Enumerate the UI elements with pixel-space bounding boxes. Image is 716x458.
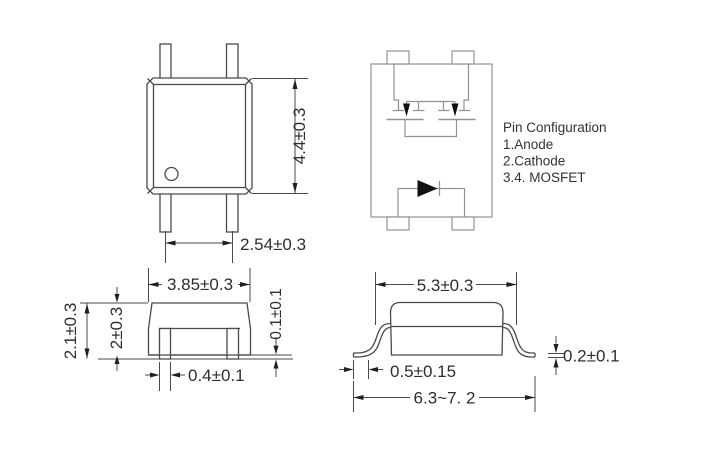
arrowhead <box>240 282 250 287</box>
front-view-lead-width-label: 0.4±0.1 <box>188 366 245 385</box>
front-view-standoff-label: 0.1±0.1 <box>268 288 285 340</box>
side-view-span-extension-lines <box>353 376 536 412</box>
side-view-lead-left <box>352 322 391 358</box>
top-view: 4.4±0.3 2.54±0.3 <box>146 43 309 263</box>
arrowhead <box>525 395 535 400</box>
top-view-pin-top-right <box>225 43 239 80</box>
schematic-view: Pin Configuration 1.Anode 2.Cathode 3.4.… <box>370 50 607 231</box>
top-view-height-extension-lines <box>252 78 308 194</box>
arrowhead <box>273 359 279 369</box>
side-view-foot-length-label: 0.5±0.15 <box>390 362 456 381</box>
arrowhead <box>150 372 160 378</box>
front-view: 3.85±0.3 2.1±0.3 2±0.3 0.1±0.1 0.4±0.1 <box>61 268 293 391</box>
arrowhead <box>375 282 386 287</box>
front-view-lead-width-extensions <box>159 362 171 391</box>
schematic-pad-top-right <box>451 50 475 65</box>
top-view-body-inner <box>152 83 247 189</box>
top-view-pin-top-left <box>159 43 172 80</box>
arrowhead <box>553 358 559 368</box>
arrowhead <box>344 367 354 372</box>
pin-config-line-1: 1.Anode <box>503 137 553 152</box>
arrowhead <box>222 240 233 246</box>
mosfet-gate-stub-right <box>438 101 450 112</box>
arrowhead <box>84 303 90 314</box>
schematic-pad-bottom-left <box>386 216 410 231</box>
arrowhead <box>114 294 120 303</box>
schematic-package-outline <box>370 63 493 218</box>
led-diode-triangle <box>417 180 438 197</box>
mosfet-drain-feed-right <box>459 64 470 112</box>
arrowhead <box>148 282 159 287</box>
top-view-body-outline <box>146 77 253 195</box>
side-view-shoulder-dim-label: 5.3±0.3 <box>417 276 474 295</box>
arrowhead <box>273 345 279 355</box>
front-view-width-dim-label: 3.85±0.3 <box>167 275 233 294</box>
arrowhead <box>353 395 364 400</box>
mosfet-source-bridge <box>404 119 458 138</box>
top-view-pitch-extension-lines <box>165 231 233 263</box>
mosfet-arrow-right <box>451 103 459 117</box>
top-view-pin-bottom-left <box>159 192 172 233</box>
schematic-pad-bottom-right <box>451 216 475 231</box>
mosfet-drain-feed-left <box>393 64 404 112</box>
arrowhead <box>506 282 517 287</box>
side-view-shoulder-extension-lines <box>375 272 517 325</box>
side-view-foot-ticks <box>353 360 369 379</box>
side-view-thickness-ticks <box>548 353 564 358</box>
pin-config-line-3: 3.4. MOSFET <box>503 170 586 185</box>
side-view-body <box>389 301 504 356</box>
arrowhead <box>165 240 176 246</box>
top-view-corner-bevels <box>147 78 252 194</box>
pin-config-title: Pin Configuration <box>503 120 607 135</box>
schematic-pad-top-left <box>386 50 410 65</box>
top-view-height-dim-label: 4.4±0.3 <box>290 108 309 165</box>
arrowhead <box>292 79 298 89</box>
mosfet-gate-stub-left <box>413 101 425 112</box>
arrowhead <box>368 367 378 372</box>
arrowhead <box>84 348 90 359</box>
top-view-pin-bottom-right <box>225 192 239 233</box>
front-view-body-height-label: 2±0.3 <box>107 307 126 349</box>
side-view-thickness-label: 0.2±0.1 <box>563 347 620 366</box>
mosfet-arrow-left <box>403 103 410 117</box>
side-view-span-label: 6.3~7. 2 <box>414 389 476 408</box>
pin-config-line-2: 2.Cathode <box>503 154 565 169</box>
top-view-pitch-dim-label: 2.54±0.3 <box>240 235 306 254</box>
arrowhead <box>292 183 298 193</box>
arrowhead <box>553 344 559 353</box>
side-view-lead-right <box>502 322 536 358</box>
arrowhead <box>170 372 180 378</box>
arrowhead <box>114 355 120 364</box>
side-view: 5.3±0.3 0.5±0.15 6.3~7. 2 0.2±0.1 <box>339 272 620 412</box>
front-view-total-height-label: 2.1±0.3 <box>61 303 80 360</box>
pin1-marker-dot <box>164 166 179 182</box>
